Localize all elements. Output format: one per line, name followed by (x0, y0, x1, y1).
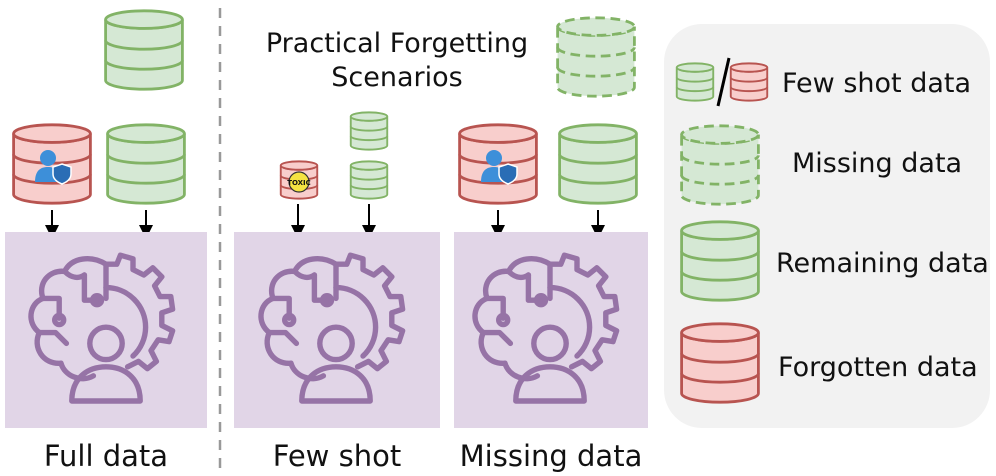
remaining-data-cylinder (106, 123, 186, 205)
legend-forgotten-label: Forgotten data (778, 352, 978, 383)
legend-fewshot-green-cylinder (675, 62, 715, 102)
few-shot-green-cylinder (349, 160, 389, 200)
caption-missing: Missing data (460, 439, 643, 473)
missing-data-column: Missing data (454, 123, 648, 473)
legend: Few shot data Missing data Remaining dat… (664, 24, 990, 428)
few-shot-green-cylinder (349, 111, 389, 151)
remaining-data-cylinder (558, 123, 638, 205)
svg-text:TOXIC: TOXIC (287, 179, 311, 187)
legend-forgotten-cylinder (680, 322, 760, 404)
few-shot-column: TOXIC Few shot (234, 111, 440, 473)
toxic-badge-icon: TOXIC (287, 171, 311, 193)
legend-remaining-cylinder (680, 220, 760, 302)
missing-data-cylinder (556, 16, 636, 98)
caption-full: Full data (44, 439, 168, 473)
legend-remaining-label: Remaining data (776, 248, 989, 279)
legend-slash (716, 57, 731, 107)
caption-fewshot: Few shot (273, 439, 401, 473)
legend-fewshot-red-cylinder (729, 62, 769, 102)
legend-fewshot-label: Few shot data (782, 68, 971, 99)
legend-missing-cylinder (680, 124, 760, 206)
practical-heading-line2: Scenarios (331, 62, 462, 93)
remaining-data-cylinder (104, 9, 184, 91)
practical-heading-line1: Practical Forgetting (266, 28, 528, 59)
full-data-column: Full data (5, 9, 207, 473)
legend-missing-label: Missing data (792, 148, 962, 179)
